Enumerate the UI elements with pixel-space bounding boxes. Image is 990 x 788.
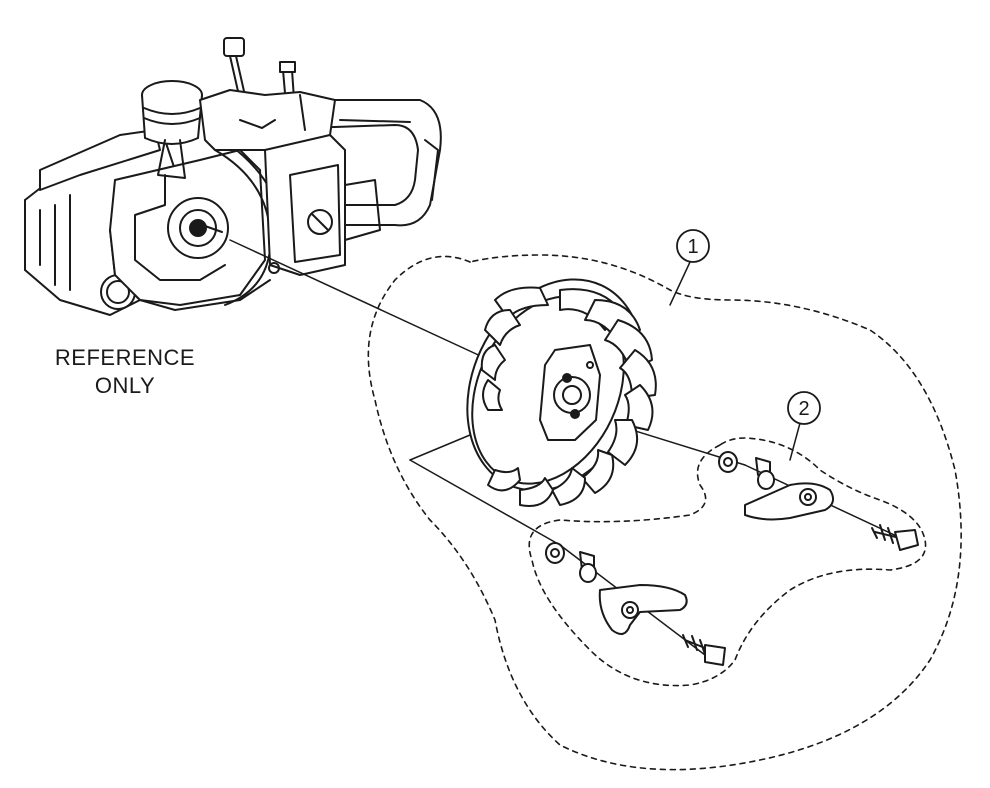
- callout-2-label: 2: [798, 398, 809, 420]
- lower-pawl-parts: [545, 542, 726, 666]
- upper-pawl-parts: [718, 451, 919, 551]
- callout-1: 1: [669, 229, 710, 306]
- engine-housing-illustration: [24, 37, 442, 316]
- assembly-2-outline: [528, 437, 927, 687]
- reference-note-line-1: REFERENCE: [54, 345, 196, 370]
- callout-2: 2: [787, 391, 821, 461]
- callout-1-label: 1: [687, 236, 698, 258]
- flywheel-illustration: [466, 278, 657, 507]
- reference-note-line-2: ONLY: [94, 373, 156, 398]
- assembly-1-outline: [367, 254, 962, 771]
